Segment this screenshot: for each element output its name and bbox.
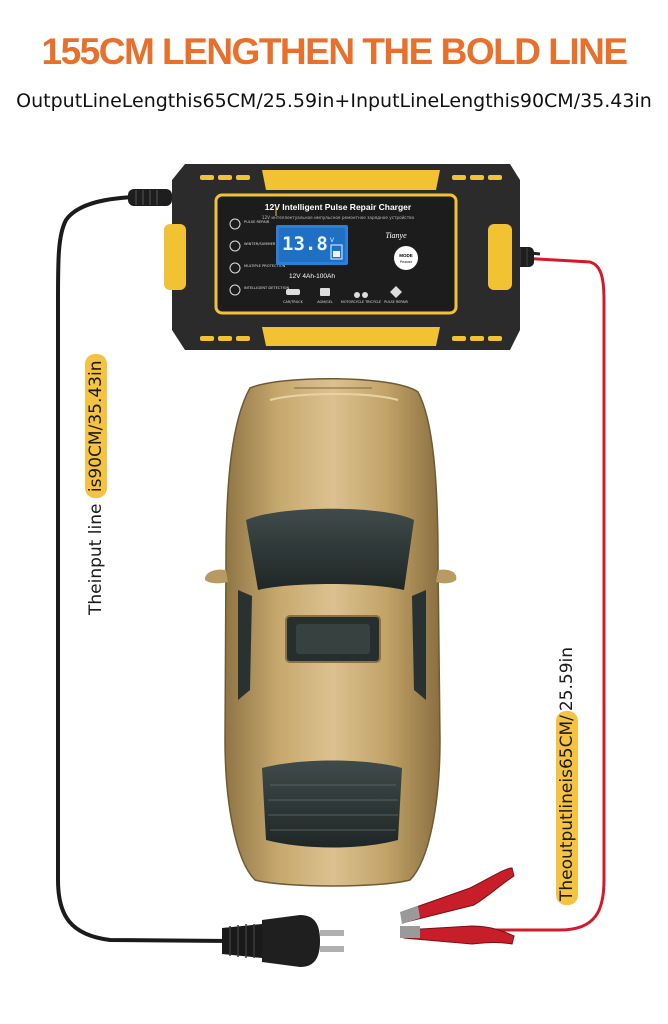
input-line-label-highlight: is90CM/35.43in <box>85 354 107 499</box>
output-line-label-highlight: 25.59in <box>557 646 577 712</box>
rating-label: 12V 4Ah-100Ah <box>289 273 335 280</box>
charger-device: 12V Intelligent Pulse Repair Charger 12V… <box>164 164 520 350</box>
cable-length-subline: OutputLineLengthis65CM/25.59in+InputLine… <box>16 90 652 112</box>
feature-3: MULTIPLE PROTECTION <box>244 264 286 268</box>
output-line-label-text: Theoutputlineis65CM/ <box>556 711 578 905</box>
input-strain-relief <box>128 189 172 206</box>
output-line-label: Theoutputlineis65CM/25.59in <box>556 646 578 905</box>
car-windshield <box>246 508 414 590</box>
red-battery-clamp-top <box>400 867 515 924</box>
lcd-unit: V <box>330 237 335 244</box>
feature-4: INTELLIGENT DETECTION <box>244 286 289 290</box>
charger-subtitle: 12V интеллектуальное импульсное ремонтно… <box>262 215 415 220</box>
mode-button-sublabel: Режим <box>400 260 412 264</box>
feature-2: WINTER/SUMMER <box>244 242 276 246</box>
input-line-label: Theinput line is90CM/35.43in <box>85 354 107 615</box>
input-line-label-text: Theinput line <box>86 498 106 615</box>
vehicle-type-3: MOTORCYCLE TRICYCLE <box>341 300 381 304</box>
input-cable <box>56 194 231 943</box>
car-rear-window <box>262 760 402 848</box>
output-cable <box>478 256 606 932</box>
vehicle-type-icons <box>286 286 402 298</box>
us-plug-icon <box>222 915 344 967</box>
brand-mark: Tianye <box>385 231 407 240</box>
charger-title: 12V Intelligent Pulse Repair Charger <box>265 202 412 212</box>
red-battery-clamp-bottom <box>400 925 515 945</box>
vehicle-type-1: CAR/TRUCK <box>283 300 303 304</box>
car-top-view <box>204 378 457 887</box>
feature-icons <box>229 218 241 296</box>
mode-button <box>394 246 418 270</box>
lcd-value: 13.8 <box>282 233 328 255</box>
mode-button-label: MODE <box>399 253 413 258</box>
headline: 155CM LENGTHEN THE BOLD LINE <box>41 31 629 72</box>
vehicle-type-2: AGM/GEL <box>317 300 333 304</box>
feature-1: PULSE REPAIR <box>244 220 270 224</box>
vehicle-type-4: PULSE REPAIR <box>384 300 408 304</box>
